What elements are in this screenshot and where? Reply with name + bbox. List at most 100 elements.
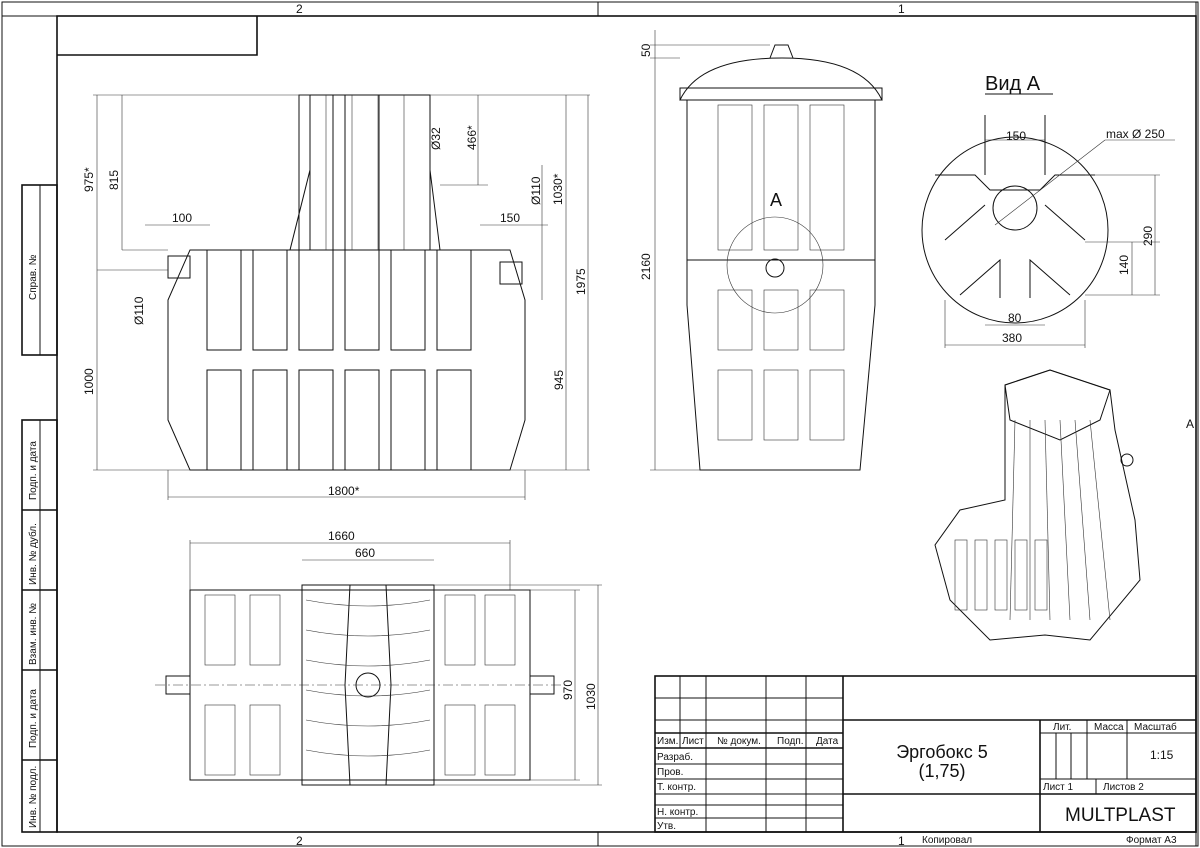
side-strip: Справ. № Подп. и дата Инв. № дубл. Взам.…: [21, 184, 58, 833]
zone-label-top-1: 1: [898, 2, 905, 16]
dim-a-80: 80: [1008, 311, 1022, 325]
dim-a-290: 290: [1141, 226, 1155, 246]
top-rib: [444, 704, 476, 776]
tb-header-izm: Изм.: [657, 736, 678, 747]
dim-1660: 1660: [328, 529, 355, 543]
dim-d32: Ø32: [429, 127, 443, 150]
top-rib-curve: [305, 749, 431, 757]
tb-row-razrab: Разраб.: [657, 751, 693, 763]
view-a-title: Вид А: [985, 73, 1041, 95]
sheets-total: Листов 2: [1103, 782, 1144, 793]
tb-header-date: Дата: [816, 736, 839, 747]
dim-1975: 1975: [574, 268, 588, 295]
dim-660: 660: [355, 546, 375, 560]
title-block: Изм. Лист № докум. Подп. Дата Разраб. Пр…: [654, 675, 1197, 846]
dim-d110-left: Ø110: [132, 296, 146, 325]
iso-rib: [954, 539, 968, 611]
zone-label-top-2: 2: [296, 2, 303, 16]
tank-rib: [252, 249, 288, 351]
top-rib-curve: [305, 719, 431, 727]
iso-rib: [1044, 419, 1051, 621]
zone-label-right-a: A: [1186, 417, 1194, 431]
side-rib: [809, 104, 845, 251]
tank-rib: [390, 369, 426, 471]
iso-rib: [1089, 419, 1111, 621]
side-rib: [717, 104, 753, 251]
copied-label: Копировал: [922, 835, 972, 846]
side-label-vzam: Взам. инв. №: [28, 603, 39, 665]
top-view: 1660 660 970 1030: [155, 529, 602, 786]
dim-1000: 1000: [82, 368, 96, 395]
side-rib: [717, 369, 753, 441]
side-label-podp-2: Подп. и дата: [28, 689, 39, 748]
tb-row-nkontr: Н. контр.: [657, 807, 698, 818]
front-view: 975* 815 100 Ø110 1000 Ø32 466* Ø110 103…: [82, 94, 590, 500]
tank-rib: [436, 249, 472, 351]
tank-rib: [344, 369, 380, 471]
tank-rib: [206, 249, 242, 351]
zone-label-bottom-1: 1: [898, 834, 905, 848]
side-rib: [763, 104, 799, 251]
top-rib-curve: [305, 629, 431, 637]
isometric-view: [934, 369, 1141, 641]
top-rib: [204, 704, 236, 776]
tb-header-doc: № докум.: [717, 736, 761, 747]
dim-50: 50: [639, 43, 653, 57]
format-label: Формат А3: [1126, 835, 1177, 846]
tank-rib: [344, 94, 380, 351]
top-rib-curve: [305, 689, 431, 697]
tank-rib: [390, 249, 426, 351]
tank-rib: [252, 369, 288, 471]
tb-row-utv: Утв.: [657, 821, 676, 832]
tb-row-tkontr: Т. контр.: [657, 782, 696, 793]
dim-d110-right: Ø110: [529, 176, 543, 205]
dim-815: 815: [107, 170, 121, 190]
tank-rib: [298, 369, 334, 471]
side-rib: [717, 289, 753, 351]
side-view: 50 2160 A: [639, 30, 883, 471]
side-label-inv-podl: Инв. № подл.: [28, 766, 39, 828]
iso-rib: [1059, 419, 1071, 621]
mass-label: Масса: [1094, 722, 1124, 733]
dim-1030: 1030: [584, 683, 598, 710]
lit-label: Лит.: [1053, 722, 1071, 733]
iso-rib: [1034, 539, 1048, 611]
scale-label: Масштаб: [1134, 721, 1177, 733]
dim-a-140: 140: [1117, 255, 1131, 275]
dim-1030-star: 1030*: [551, 173, 565, 205]
top-rib: [204, 594, 236, 666]
dim-466: 466*: [465, 125, 479, 150]
dim-100: 100: [172, 211, 192, 225]
top-rib: [484, 594, 516, 666]
dim-2160: 2160: [639, 253, 653, 280]
side-label-sprav: Справ. №: [28, 254, 39, 300]
scale-value: 1:15: [1150, 748, 1174, 762]
tank-rib: [436, 369, 472, 471]
company-name: MULTPLAST: [1065, 805, 1176, 826]
dim-a-max-d250: max Ø 250: [1106, 127, 1165, 141]
view-a-callout: A: [770, 190, 782, 210]
view-a-detail: Вид А 150 max Ø 250 290 140 80 380: [921, 73, 1175, 348]
dim-1800: 1800*: [328, 484, 360, 498]
side-rib: [763, 369, 799, 441]
top-rib-curve: [305, 659, 431, 667]
tank-rib: [206, 369, 242, 471]
product-name: Эргобокс 5: [896, 742, 988, 762]
dim-945: 945: [552, 370, 566, 390]
iso-rib: [974, 539, 988, 611]
dim-150: 150: [500, 211, 520, 225]
side-rib: [763, 289, 799, 351]
side-rib: [809, 369, 845, 441]
zone-label-bottom-2: 2: [296, 834, 303, 848]
iso-rib: [1014, 539, 1028, 611]
iso-rib: [1009, 419, 1016, 621]
tank-rib: [298, 94, 334, 351]
top-rib: [249, 704, 281, 776]
tb-header-podp: Подп.: [777, 736, 804, 747]
side-label-inv-dubl: Инв. № дубл.: [27, 523, 39, 585]
top-rib: [444, 594, 476, 666]
side-label-podp-1: Подп. и дата: [28, 441, 39, 500]
dim-a-380: 380: [1002, 331, 1022, 345]
top-rib-curve: [305, 599, 431, 607]
